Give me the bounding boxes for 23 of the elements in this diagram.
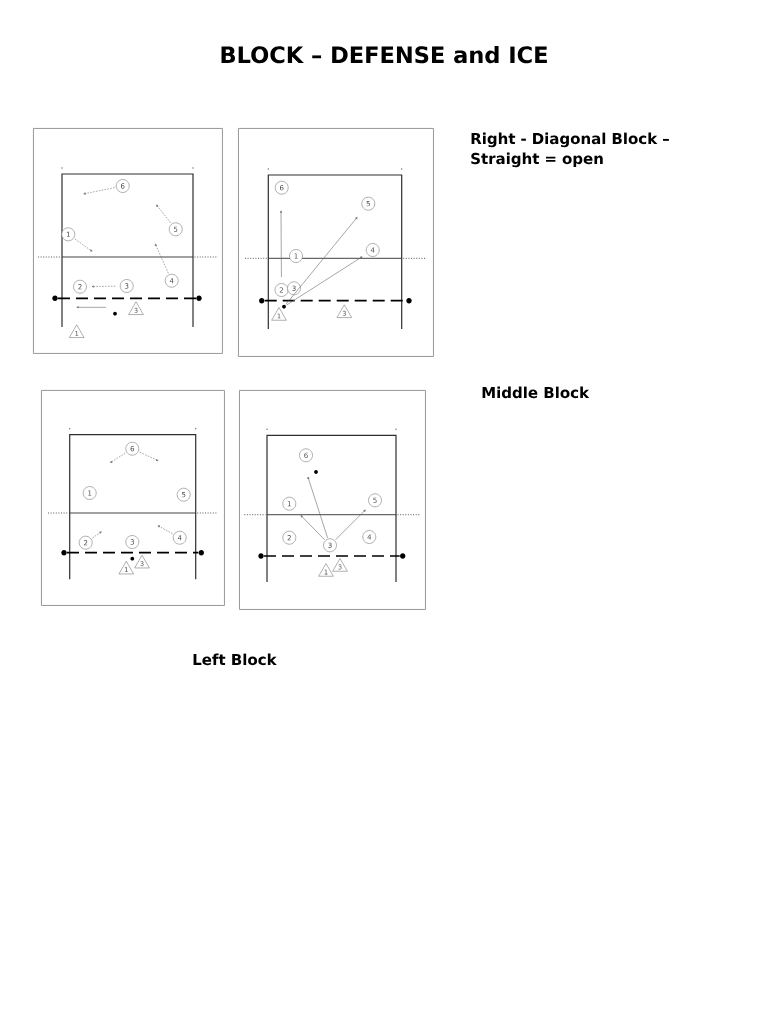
dashed-arrow: [92, 531, 102, 539]
arrow: [335, 509, 366, 541]
dashed-arrow: [91, 285, 116, 288]
dashed-arrow: [83, 187, 115, 195]
panel-frame: [238, 128, 434, 357]
dashed-arrow: [139, 451, 159, 461]
dashed-arrow: [74, 238, 93, 252]
dashed-arrow: [110, 452, 126, 463]
dashed-arrow: [156, 204, 171, 224]
caption-text: Right - Diagonal Block – Straight = open: [471, 132, 669, 168]
panel-frame: [33, 128, 223, 354]
caption-text: Middle Block: [482, 386, 590, 399]
dashed-arrow: [155, 243, 169, 274]
caption-text: Left Block: [193, 653, 277, 666]
arrow: [285, 217, 358, 305]
title: BLOCK – DEFENSE and ICE: [221, 45, 547, 64]
arrow: [307, 476, 328, 539]
panel-frame: [41, 390, 225, 606]
arrow: [300, 515, 325, 541]
panel-frame: [239, 390, 426, 610]
arrow: [280, 210, 283, 278]
dashed-arrow: [157, 525, 173, 534]
arrow: [286, 256, 363, 306]
